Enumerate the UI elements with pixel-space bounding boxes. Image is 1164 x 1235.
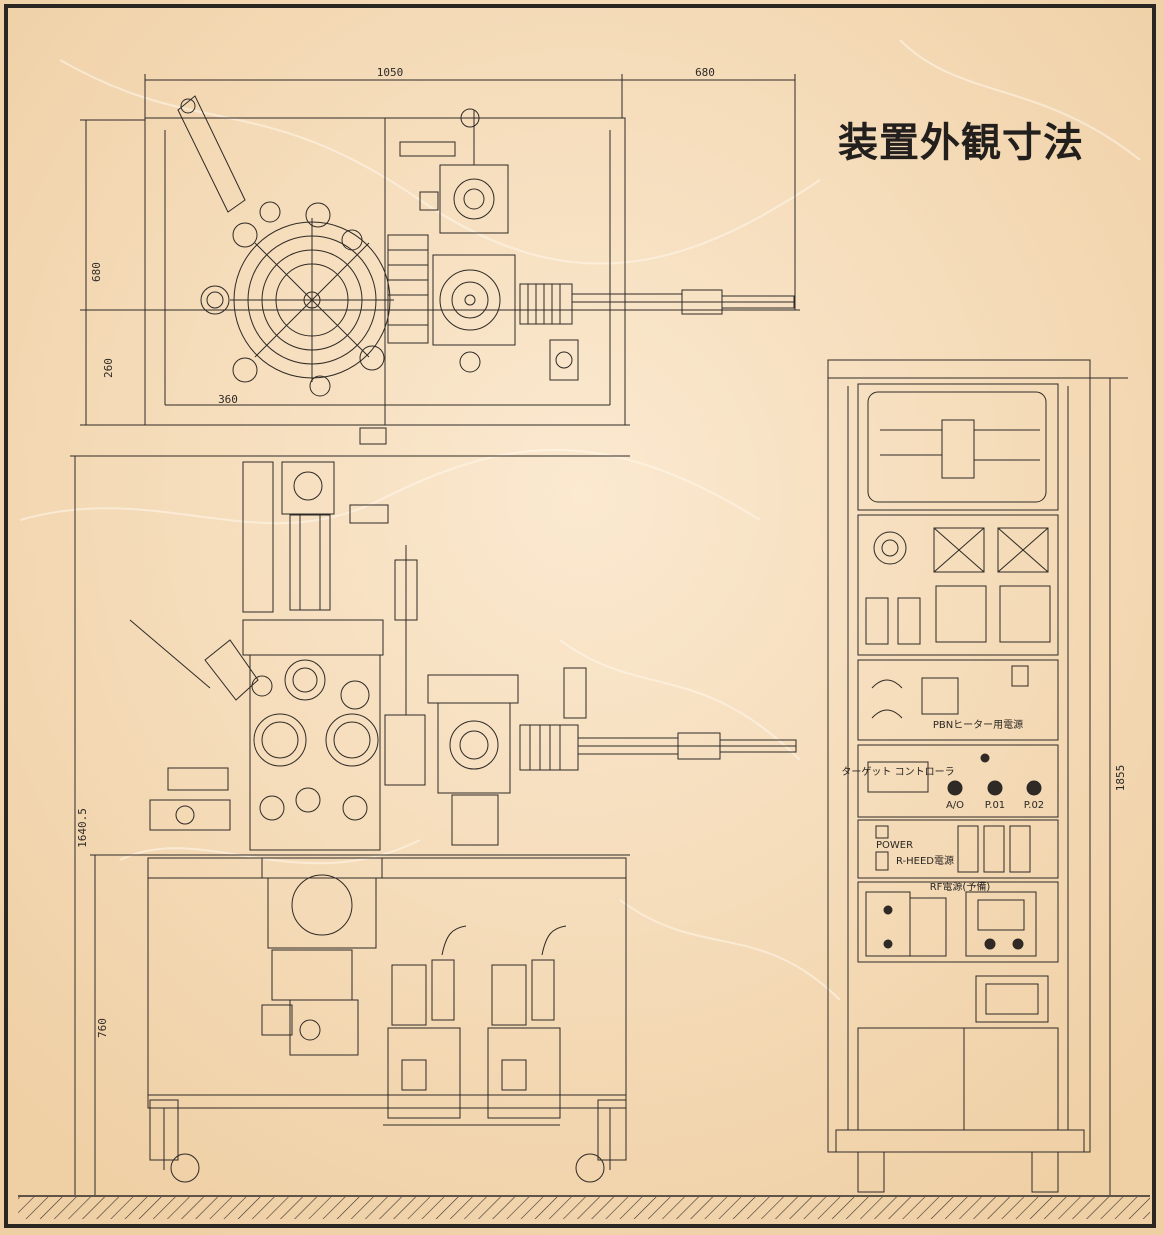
knob-label-p02: P.02 xyxy=(1024,800,1044,811)
pbn-heater-label: PBNヒーター用電源 xyxy=(933,718,1023,731)
knob-label-ao: A/O xyxy=(946,800,964,811)
plan-view xyxy=(80,74,800,445)
dim-plan-width-ext: 680 xyxy=(695,66,715,79)
ground-hatch xyxy=(18,1197,1150,1219)
dim-plan-depth-bottom: 260 xyxy=(102,358,115,378)
rheed-label: R-HEED電源 xyxy=(896,854,954,867)
page-title: 装置外観寸法 xyxy=(838,120,1084,166)
dim-plan-width-main: 1050 xyxy=(377,66,404,79)
knob-label-p01: P.01 xyxy=(985,800,1005,811)
target-controller-label: ターゲット コントローラ xyxy=(841,766,954,778)
dim-front-height: 1640.5 xyxy=(76,808,89,848)
dim-frame-height: 760 xyxy=(96,1018,109,1038)
rf-label: RF電源(予備) xyxy=(930,880,991,893)
power-label: POWER xyxy=(876,840,913,851)
front-elevation xyxy=(70,455,797,1195)
dim-plan-offset: 360 xyxy=(218,393,238,406)
dim-plan-depth-top: 680 xyxy=(90,262,103,282)
rack-cabinet xyxy=(827,359,1128,1195)
dim-rack-height: 1855 xyxy=(1114,765,1127,792)
